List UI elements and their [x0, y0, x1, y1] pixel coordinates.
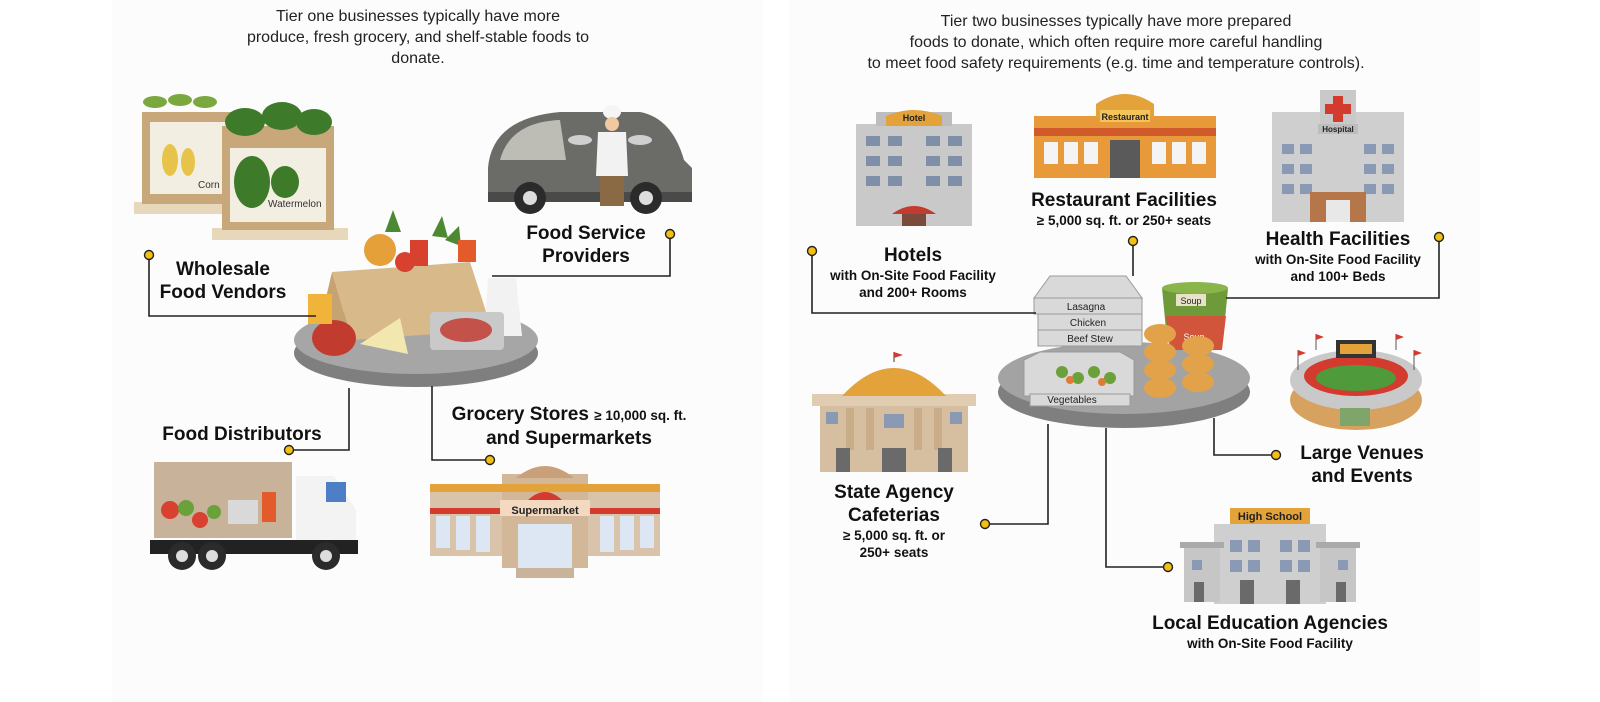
label-sub: and 200+ Rooms	[859, 285, 967, 300]
label-title: Wholesale	[176, 259, 270, 280]
label-title: Cafeterias	[848, 505, 940, 526]
label-title: Health Facilities	[1265, 229, 1411, 250]
label-title: Providers	[542, 246, 630, 267]
produce-crates-illustration: Corn Watermelon	[134, 94, 348, 240]
tier-two-intro-line: to meet food safety requirements (e.g. t…	[867, 55, 1365, 72]
tier-one-intro: Tier one businesses typically have more …	[182, 6, 654, 69]
hotels-label: Hotels with On-Site Food Facility and 20…	[812, 244, 1014, 301]
tier-two-leader-lines	[811, 237, 1440, 568]
hospital-illustration: Hospital	[1272, 90, 1404, 222]
state-agency-cafeterias-label: State Agency Cafeterias ≥ 5,000 sq. ft. …	[814, 481, 974, 561]
tier-one-intro-line: Tier one businesses typically have more	[276, 8, 560, 25]
label-title: Hotels	[883, 245, 943, 266]
hotel-sign: Hotel	[903, 113, 926, 123]
label-title: Large Venues	[1300, 443, 1424, 464]
chicken-label: Chicken	[1070, 318, 1106, 329]
watermelon-label: Watermelon	[268, 199, 322, 210]
tier-two-intro-line: foods to donate, which often require mor…	[909, 34, 1323, 51]
grocery-stores-label: Grocery Stores ≥ 10,000 sq. ft. and Supe…	[438, 403, 700, 450]
food-distributors-label: Food Distributors	[142, 423, 342, 446]
label-title: and Supermarkets	[486, 428, 652, 449]
lasagna-label: Lasagna	[1067, 302, 1106, 313]
tier-one-leader-lines	[148, 234, 671, 461]
large-venues-label: Large Venues and Events	[1280, 442, 1444, 488]
corn-label: Corn	[198, 180, 220, 191]
high-school-sign: High School	[1238, 511, 1302, 523]
high-school-illustration: High School	[1180, 508, 1360, 604]
tier-two-leader-dots	[806, 231, 1445, 573]
food-service-providers-label: Food Service Providers	[510, 222, 662, 268]
soup-label-1: Soup	[1180, 296, 1201, 306]
label-size: ≥ 10,000 sq. ft.	[594, 408, 687, 423]
local-education-agencies-label: Local Education Agencies with On-Site Fo…	[1130, 612, 1410, 652]
vegetables-label: Vegetables	[1047, 395, 1097, 406]
health-facilities-label: Health Facilities with On-Site Food Faci…	[1238, 228, 1438, 285]
tier-one-leader-dots	[143, 228, 676, 466]
restaurant-illustration: Restaurant	[1034, 94, 1216, 178]
label-sub: with On-Site Food Facility	[1255, 252, 1421, 267]
label-title: Food Service	[526, 223, 646, 244]
restaurant-sign: Restaurant	[1101, 112, 1148, 122]
tier-two-food-platform: Lasagna Chicken Beef Stew Vegetables Sou…	[998, 275, 1250, 428]
label-title: Local Education Agencies	[1152, 613, 1388, 634]
tier-one-intro-line: produce, fresh grocery, and shelf-stable…	[246, 29, 590, 46]
tier-one-food-platform	[294, 210, 538, 387]
hotel-illustration: Hotel	[856, 110, 972, 226]
distributor-truck-illustration	[150, 462, 358, 570]
tier-two-intro-line: Tier two businesses typically have more …	[940, 13, 1292, 30]
restaurant-facilities-label: Restaurant Facilities ≥ 5,000 sq. ft. or…	[1010, 189, 1238, 229]
label-sub: 250+ seats	[859, 545, 929, 560]
supermarket-illustration: Supermarket	[430, 466, 660, 578]
label-sub: ≥ 5,000 sq. ft. or	[843, 528, 945, 543]
label-sub: ≥ 5,000 sq. ft. or 250+ seats	[1036, 213, 1212, 228]
label-title: State Agency	[834, 482, 954, 503]
label-sub: with On-Site Food Facility	[1187, 636, 1353, 651]
tier-one-intro-line: donate.	[391, 50, 445, 67]
label-title: and Events	[1311, 466, 1413, 487]
tier-two-intro: Tier two businesses typically have more …	[796, 11, 1436, 74]
label-sub: with On-Site Food Facility	[830, 268, 996, 283]
hospital-sign: Hospital	[1322, 125, 1354, 134]
supermarket-sign: Supermarket	[511, 505, 579, 517]
state-capitol-illustration	[812, 352, 976, 472]
label-title: Food Vendors	[159, 282, 287, 303]
wholesale-food-vendors-label: Wholesale Food Vendors	[146, 258, 300, 304]
label-title: Grocery Stores	[451, 404, 589, 425]
label-sub: and 100+ Beds	[1290, 269, 1386, 284]
stadium-illustration	[1290, 334, 1422, 430]
label-title: Food Distributors	[162, 424, 322, 445]
food-service-van-illustration	[488, 105, 692, 214]
beef-stew-label: Beef Stew	[1067, 334, 1113, 345]
label-title: Restaurant Facilities	[1031, 190, 1217, 211]
